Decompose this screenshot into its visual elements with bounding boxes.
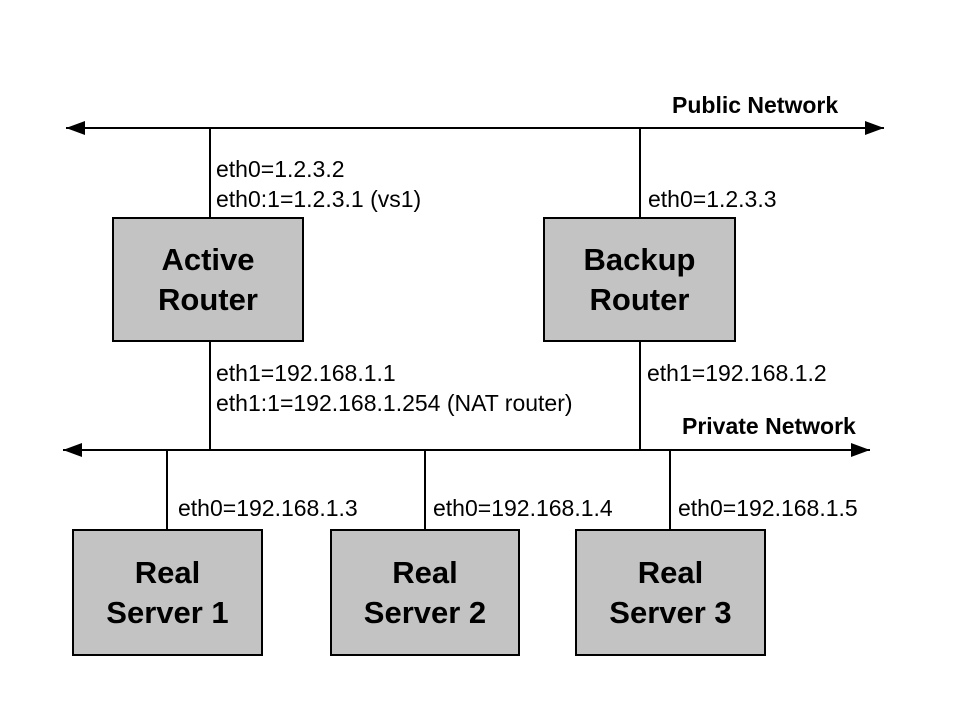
real-server2-box: Real Server 2 — [330, 529, 520, 656]
private-network-bus-line — [63, 449, 870, 451]
backup-eth1-label: eth1=192.168.1.2 — [647, 360, 827, 386]
backup-router-public-connector — [639, 128, 641, 218]
active-eth1-1-label: eth1:1=192.168.1.254 (NAT router) — [216, 390, 573, 416]
backup-router-box: Backup Router — [543, 217, 736, 342]
real-server1-box: Real Server 1 — [72, 529, 263, 656]
active-router-name: Active Router — [158, 241, 258, 317]
public-network-bus-line — [66, 127, 884, 129]
backup-router-name: Backup Router — [583, 241, 696, 317]
server3-eth0-label: eth0=192.168.1.5 — [678, 495, 858, 521]
active-eth1-label: eth1=192.168.1.1 — [216, 360, 396, 386]
real-server2-name: Real Server 2 — [363, 554, 487, 630]
active-router-box: Active Router — [112, 217, 304, 342]
server2-eth0-label: eth0=192.168.1.4 — [433, 495, 613, 521]
server3-connector — [669, 450, 671, 529]
active-router-public-connector — [209, 128, 211, 218]
public-network-right-arrow-icon — [865, 121, 884, 135]
backup-router-private-connector — [639, 342, 641, 450]
public-network-label: Public Network — [672, 92, 839, 118]
private-network-left-arrow-icon — [63, 443, 82, 457]
server1-connector — [166, 450, 168, 529]
private-network-right-arrow-icon — [851, 443, 870, 457]
active-eth0-label: eth0=1.2.3.2 — [216, 156, 345, 182]
active-eth0-1-label: eth0:1=1.2.3.1 (vs1) — [216, 186, 422, 212]
real-server3-box: Real Server 3 — [575, 529, 766, 656]
private-network-label: Private Network — [682, 413, 856, 439]
backup-eth0-label: eth0=1.2.3.3 — [648, 186, 777, 212]
active-router-public-interfaces: eth0=1.2.3.2 eth0:1=1.2.3.1 (vs1) — [216, 154, 421, 214]
active-router-private-interfaces: eth1=192.168.1.1 eth1:1=192.168.1.254 (N… — [216, 358, 573, 418]
active-router-private-connector — [209, 342, 211, 450]
public-network-left-arrow-icon — [66, 121, 85, 135]
real-server1-name: Real Server 1 — [106, 554, 229, 630]
real-server3-name: Real Server 3 — [609, 554, 732, 630]
server1-eth0-label: eth0=192.168.1.3 — [178, 495, 358, 521]
server2-connector — [424, 450, 426, 529]
